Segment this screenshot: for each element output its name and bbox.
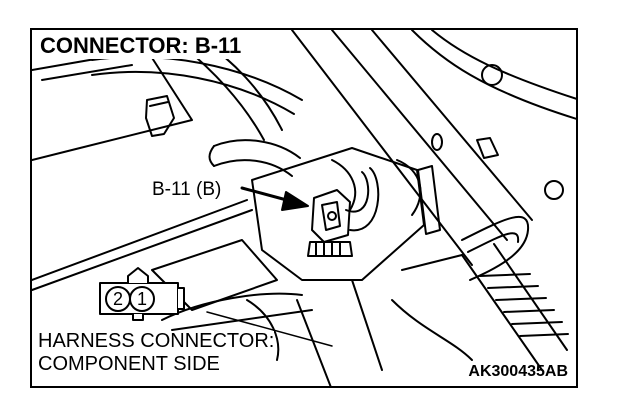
figure-code: AK300435AB [468, 363, 568, 380]
diagram-frame: 2 1 CONNECTOR: B-11 B-11 (B) HARNESS CON… [30, 28, 578, 388]
harness-connector-label: HARNESS CONNECTOR: [38, 330, 275, 352]
diagram-title: CONNECTOR: B-11 [38, 34, 245, 59]
component-side-label: COMPONENT SIDE [38, 353, 220, 375]
connector-pin-2: 2 [113, 289, 124, 309]
connector-pin-1: 1 [137, 289, 148, 309]
connector-callout-label: B-11 (B) [152, 179, 222, 200]
